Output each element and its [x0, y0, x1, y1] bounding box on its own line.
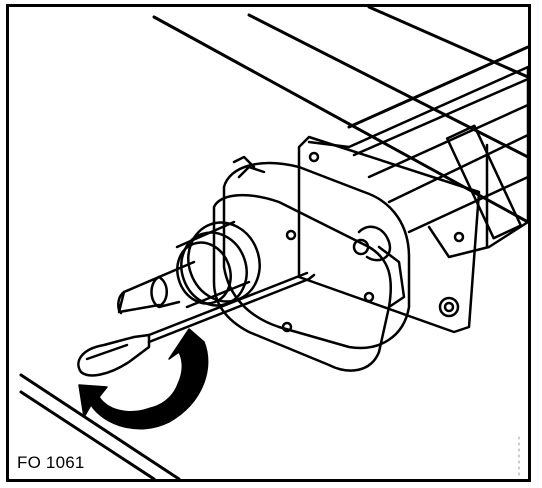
screwdriver-icon	[77, 271, 316, 377]
rear-housing	[307, 65, 528, 259]
illustration-frame: FO 1061	[6, 4, 531, 482]
curved-rotate-arrow-icon	[78, 328, 209, 430]
floor-rails	[19, 373, 181, 479]
figure-code-label: FO 1061	[17, 453, 85, 472]
output-shaft	[117, 260, 196, 315]
end-cover-plate	[212, 193, 393, 372]
motor-body	[222, 155, 411, 350]
technical-illustration	[19, 7, 528, 479]
